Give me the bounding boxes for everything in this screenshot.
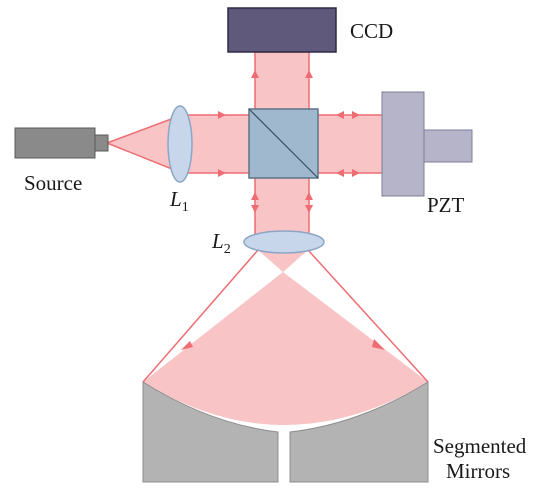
arrow-pzt-bottom-left xyxy=(336,169,344,177)
arrow-cone-right xyxy=(372,339,385,350)
lens-l1 xyxy=(167,105,193,183)
arrow-down-left-down xyxy=(251,205,259,213)
beam-mirror-edge-right xyxy=(307,249,429,383)
ccd-detector xyxy=(227,7,337,53)
lens-l2 xyxy=(243,230,325,254)
arrow-bottom-right xyxy=(218,169,226,177)
label-l2: L2 xyxy=(211,229,231,257)
label-l2-letter: L xyxy=(211,229,224,253)
label-l1-letter: L xyxy=(169,187,182,211)
pzt-actuator xyxy=(423,129,473,163)
label-pzt: PZT xyxy=(427,193,465,217)
arrow-down-right-up xyxy=(305,192,313,200)
label-ccd: CCD xyxy=(350,19,393,43)
arrow-top-right xyxy=(218,111,226,119)
label-source: Source xyxy=(24,171,82,195)
label-l1: L1 xyxy=(169,187,189,215)
label-mirrors-line1: Segmented xyxy=(433,434,527,458)
arrow-cone-left xyxy=(181,341,193,350)
arrow-down-left-up xyxy=(251,192,259,200)
pzt-stage xyxy=(381,91,425,197)
beam-focus-cone xyxy=(258,250,308,272)
label-l1-sub: 1 xyxy=(182,200,189,215)
beam-mirror-cone xyxy=(143,272,428,425)
label-l2-sub: 2 xyxy=(224,242,231,257)
beam-source-cone xyxy=(107,115,182,173)
arrow-ccd-left xyxy=(251,70,259,78)
beam-mirror-edge-left xyxy=(142,249,259,383)
segmented-mirror-right xyxy=(289,381,429,483)
label-mirrors-line2: Mirrors xyxy=(446,459,510,483)
source-nozzle xyxy=(94,134,109,152)
arrow-down-right-down xyxy=(305,205,313,213)
beam-source-cone-edge-bottom xyxy=(106,142,183,174)
arrow-pzt-top-left xyxy=(336,111,344,119)
arrow-pzt-top-right xyxy=(352,111,360,119)
arrow-pzt-bottom-right xyxy=(352,169,360,177)
beam-source-cone-edge-top xyxy=(106,114,183,144)
beamsplitter-diagonal xyxy=(248,108,319,179)
segmented-mirror-left xyxy=(142,381,279,483)
beam-arrows xyxy=(181,70,385,350)
arrow-ccd-right xyxy=(305,70,313,78)
source-body xyxy=(14,127,96,159)
